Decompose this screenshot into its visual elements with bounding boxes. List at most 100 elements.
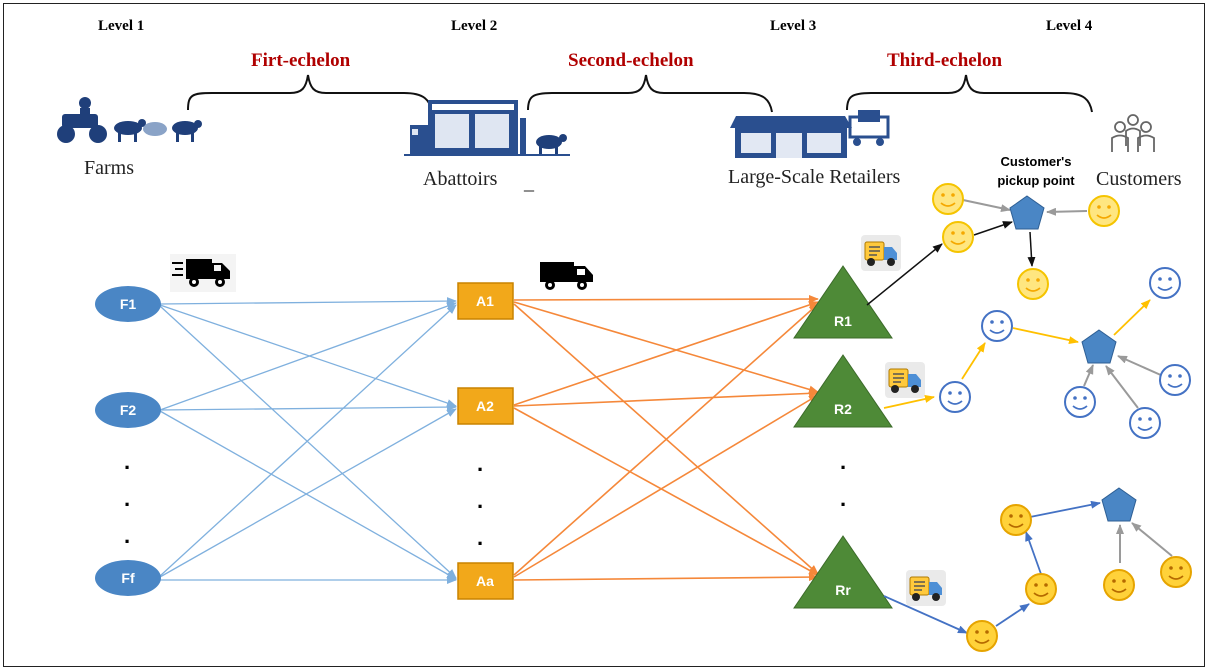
second-echelon-title: Second-echelon (568, 50, 694, 71)
smiley-face-icon (1149, 267, 1181, 299)
edge-f1-a2 (159, 304, 457, 407)
abattoirs-ellipsis-dot: . (477, 525, 484, 550)
route-customer-customer (1025, 531, 1042, 575)
edge-f2-aa (159, 410, 457, 580)
abattoir-node-label: Aa (476, 573, 494, 589)
edge-f2-a1 (159, 302, 457, 411)
abattoirs-caption: Abattoirs (423, 168, 498, 190)
edge-f1-a1 (159, 297, 457, 306)
pentagon-pickup-icon (1009, 195, 1045, 230)
second-echelon-brace (527, 74, 773, 113)
customers-group-icon (1111, 114, 1155, 152)
route-pickup-customer (1113, 299, 1151, 336)
abattoirs-ellipsis: . . . (477, 445, 483, 556)
retailer-node: R2 (793, 354, 893, 428)
delivery-truck-icon (884, 361, 926, 399)
level-2-label: Level 2 (451, 18, 498, 34)
smiley-face-icon (932, 183, 964, 215)
abattoir-node-label: A1 (476, 293, 494, 309)
farm-node: Ff (95, 560, 161, 596)
edge-a1-r1 (513, 295, 819, 304)
edge-a2-r1 (513, 301, 819, 406)
route-customer-customer (995, 603, 1030, 627)
pickup-link (1131, 522, 1173, 557)
retailer-node: R1 (793, 265, 893, 339)
edge-a1-r2 (513, 301, 819, 394)
retailers-caption: Large-Scale Retailers (728, 166, 901, 188)
retailers-ellipsis-dot: . (840, 486, 847, 511)
pickup-point-label: Customer's pickup point (980, 152, 1092, 190)
farm-vehicle-animals-icon (57, 97, 202, 143)
delivery-truck-icon (905, 569, 947, 607)
smiley-face-icon (1025, 573, 1057, 605)
pentagon-pickup-icon (1081, 329, 1117, 364)
delivery-truck-icon (860, 234, 902, 272)
route-r2-customer (883, 395, 935, 409)
abattoir-node-label: A2 (476, 398, 494, 414)
route-customer-customer (961, 342, 986, 380)
abattoirs-ellipsis-dot: . (477, 488, 484, 513)
pickup-link (1046, 207, 1088, 216)
farms-ellipsis-dot: . (124, 523, 131, 548)
speed-truck-icon (170, 254, 236, 292)
farm-node: F2 (95, 392, 161, 428)
smiley-face-icon (1064, 386, 1096, 418)
edge-a2-rr (513, 407, 819, 576)
pickup-link (1117, 355, 1164, 377)
route-customer-pickup (1029, 500, 1101, 518)
farm-node-label: F1 (120, 296, 137, 312)
edge-aa-rr (513, 573, 819, 582)
route-customer-pickup (973, 221, 1013, 236)
third-echelon-title: Third-echelon (887, 50, 1003, 71)
farm-node-label: F2 (120, 402, 137, 418)
edge-aa-r2 (513, 394, 819, 578)
abattoir-node: A2 (457, 387, 514, 425)
route-r1-customer (866, 243, 943, 306)
truck-icon (540, 262, 593, 290)
supermarket-icon (730, 110, 890, 158)
farm-node: F1 (95, 286, 161, 322)
smiley-face-icon (1160, 556, 1192, 588)
third-echelon-brace (846, 74, 1093, 113)
farms-ellipsis-dot: . (124, 449, 131, 474)
farms-caption: Farms (84, 157, 134, 179)
smiley-face-icon (966, 620, 998, 652)
smiley-face-icon (981, 310, 1013, 342)
first-echelon-title: Firt-echelon (251, 50, 351, 71)
route-customer-pickup (1012, 327, 1079, 345)
first-echelon-brace (187, 74, 433, 113)
smiley-face-icon (1088, 195, 1120, 227)
farms-ellipsis-dot: . (124, 486, 131, 511)
smiley-face-icon (942, 221, 974, 253)
retailer-node-label: R1 (834, 313, 852, 329)
diagram-frame (3, 3, 1205, 667)
edge-ff-a1 (159, 304, 457, 577)
route-rr-customer (883, 595, 968, 634)
edge-ff-a2 (159, 408, 457, 578)
smiley-face-icon (1103, 569, 1135, 601)
smiley-face-icon (1017, 268, 1049, 300)
edge-f2-a2 (159, 403, 457, 412)
abattoirs-ellipsis-dot: . (477, 451, 484, 476)
farms-ellipsis: . . . (124, 443, 130, 554)
smiley-face-icon (1000, 504, 1032, 536)
abattoirs-caption-mark: _ (524, 172, 534, 194)
retailer-node: Rr (793, 535, 893, 609)
abattoir-building-icon (404, 100, 570, 156)
smiley-face-icon (939, 381, 971, 413)
pentagon-pickup-icon (1101, 487, 1137, 522)
smiley-face-icon (1129, 407, 1161, 439)
abattoir-node: Aa (457, 562, 514, 600)
edge-a2-r2 (513, 389, 819, 407)
pickup-link (1105, 365, 1139, 409)
level-1-label: Level 1 (98, 18, 145, 34)
pickup-label-line-1: Customer's (1000, 154, 1072, 169)
level-4-label: Level 4 (1046, 18, 1093, 34)
pickup-link (1027, 231, 1036, 267)
customers-caption: Customers (1096, 168, 1182, 190)
smiley-face-icon (1159, 364, 1191, 396)
retailers-ellipsis-dot: . (840, 449, 847, 474)
pickup-label-line-2: pickup point (997, 173, 1075, 188)
abattoir-node: A1 (457, 282, 514, 320)
